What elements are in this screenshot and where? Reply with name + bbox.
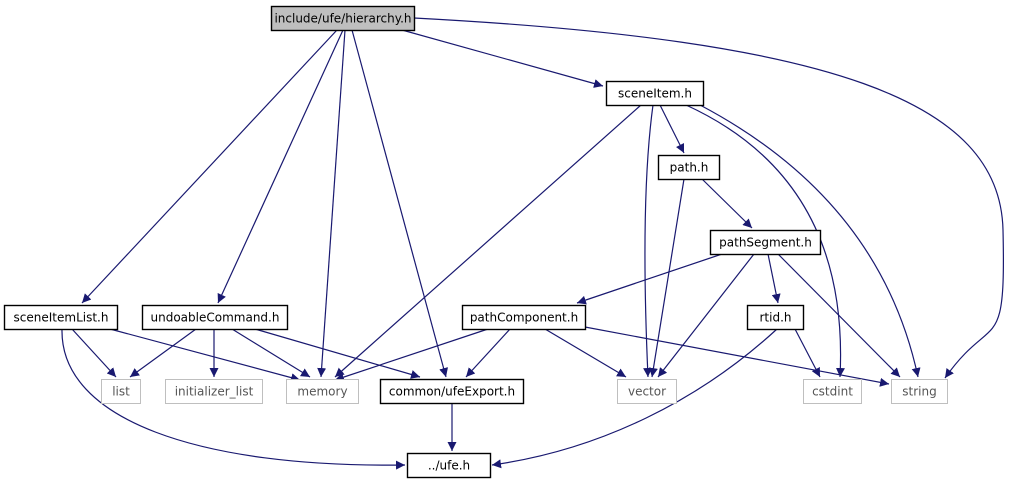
edge-sceneItemList-to-ufe	[61, 328, 406, 470]
edge-pathComponent-to-memory	[334, 328, 489, 382]
node-box	[270, 5, 416, 32]
node-cstdint: cstdint	[803, 379, 862, 404]
node-undoableCommand[interactable]: undoableCommand.h	[141, 304, 289, 331]
node-list: list	[101, 379, 141, 404]
node-box	[3, 304, 119, 331]
edge-path-to-pathSegment	[701, 178, 753, 229]
edge-rtid-to-cstdint	[794, 328, 821, 378]
node-label: rtid.h	[759, 311, 791, 325]
node-ufeExport[interactable]: common/ufeExport.h	[379, 378, 525, 405]
edge-pathComponent-to-ufeExport	[465, 328, 511, 378]
node-vector: vector	[617, 379, 677, 404]
node-label: sceneItem.h	[618, 87, 692, 101]
node-label: list	[112, 385, 130, 399]
node-box	[406, 452, 492, 479]
node-box	[617, 379, 677, 404]
edge-hierarchy-to-sceneItemList	[81, 29, 338, 304]
node-box	[165, 379, 263, 404]
node-box	[746, 304, 805, 331]
node-box	[379, 378, 525, 405]
node-label: memory	[297, 385, 347, 399]
node-sceneItemList[interactable]: sceneItemList.h	[3, 304, 119, 331]
edge-sceneItem-to-cstdint	[685, 104, 845, 378]
node-path[interactable]: path.h	[657, 154, 721, 181]
node-box	[286, 379, 359, 404]
edge-sceneItem-to-vector	[643, 104, 654, 378]
node-label: initializer_list	[175, 385, 254, 399]
node-sceneItem[interactable]: sceneItem.h	[605, 80, 705, 107]
node-label: cstdint	[812, 385, 853, 399]
node-rtid[interactable]: rtid.h	[746, 304, 805, 331]
node-label: sceneItemList.h	[14, 311, 109, 325]
edge-hierarchy-to-sceneItem	[401, 29, 604, 88]
edge-rtid-to-ufe	[491, 328, 778, 469]
node-box	[141, 304, 289, 331]
node-box	[709, 229, 822, 256]
node-label: undoableCommand.h	[151, 311, 280, 325]
edge-undoableCommand-to-memory	[231, 328, 311, 378]
node-box	[461, 304, 587, 331]
node-string: string	[891, 379, 948, 404]
edge-pathSegment-to-vector	[657, 253, 755, 378]
nodes-layer: include/ufe/hierarchy.h sceneItem.h path.h…	[3, 5, 948, 479]
edge-hierarchy-to-string	[413, 17, 1004, 379]
edge-hierarchy-to-ufeExport	[351, 29, 448, 378]
edge-undoableCommand-to-ufeExport	[254, 328, 421, 379]
node-box	[657, 154, 721, 181]
edge-sceneItemList-to-memory	[109, 328, 301, 383]
edge-path-to-vector	[648, 178, 685, 378]
node-label: pathComponent.h	[470, 311, 578, 325]
node-initializer_list: initializer_list	[165, 379, 263, 404]
edge-sceneItem-to-string	[699, 104, 921, 378]
edge-hierarchy-to-memory	[317, 29, 346, 378]
node-box	[803, 379, 862, 404]
edge-hierarchy-to-undoableCommand	[217, 29, 344, 304]
node-label: ../ufe.h	[428, 459, 470, 473]
edge-undoableCommand-to-list	[129, 328, 197, 378]
edge-pathSegment-to-rtid	[767, 253, 781, 304]
node-pathSegment[interactable]: pathSegment.h	[709, 229, 822, 256]
edge-sceneItem-to-memory	[334, 104, 642, 378]
node-label: common/ufeExport.h	[389, 385, 515, 399]
node-box	[605, 80, 705, 107]
node-memory: memory	[286, 379, 359, 404]
node-label: vector	[628, 385, 666, 399]
node-label: include/ufe/hierarchy.h	[274, 12, 411, 26]
node-box	[891, 379, 948, 404]
edge-pathComponent-to-vector	[544, 328, 627, 378]
node-hierarchy[interactable]: include/ufe/hierarchy.h	[270, 5, 416, 32]
node-ufe[interactable]: ../ufe.h	[406, 452, 492, 479]
edge-pathComponent-to-string	[584, 326, 890, 387]
node-box	[101, 379, 141, 404]
edges-layer	[61, 17, 1004, 470]
node-label: pathSegment.h	[719, 236, 812, 250]
edge-sceneItemList-to-list	[71, 328, 117, 378]
node-pathComponent[interactable]: pathComponent.h	[461, 304, 587, 331]
edge-pathSegment-to-pathComponent	[576, 253, 723, 305]
node-label: path.h	[670, 161, 709, 175]
edge-pathSegment-to-string	[777, 253, 901, 378]
edge-sceneItem-to-path	[659, 104, 685, 154]
node-label: string	[902, 385, 936, 399]
